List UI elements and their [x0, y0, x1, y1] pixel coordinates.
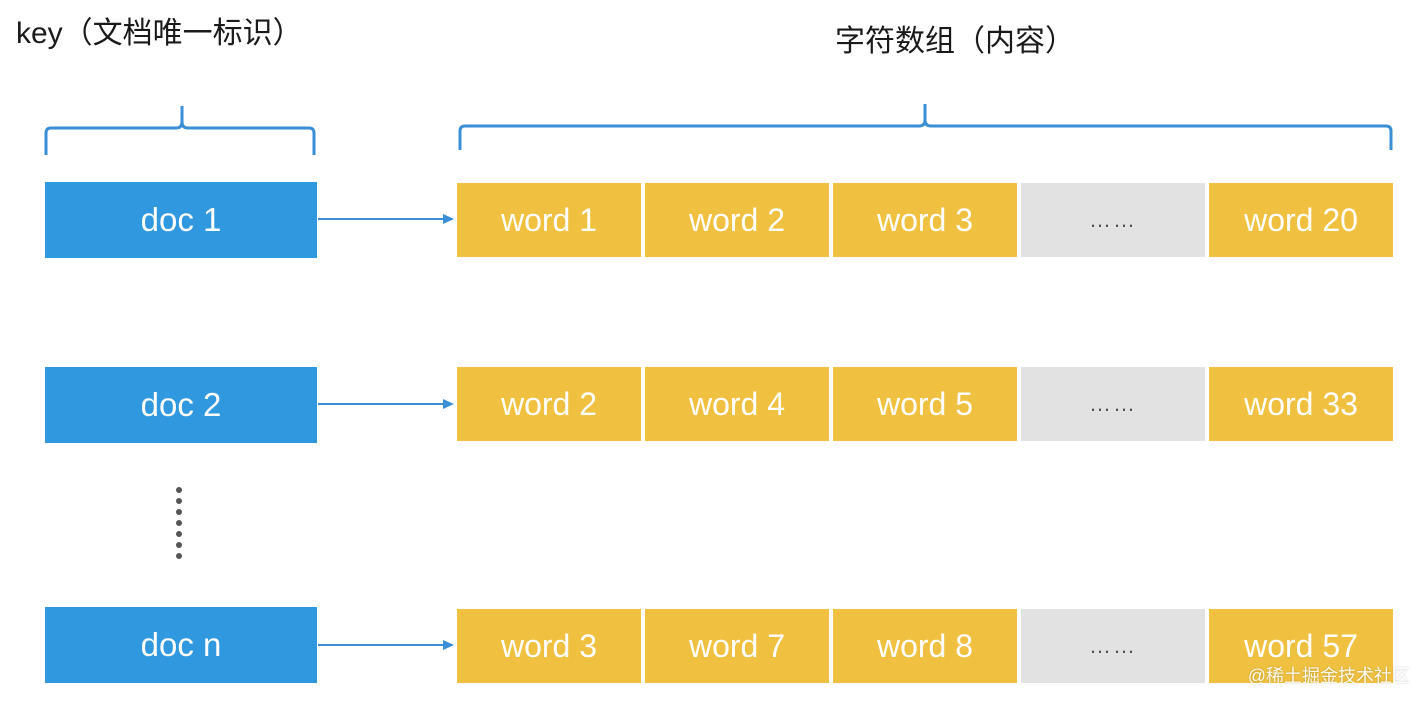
array-bracket: [458, 104, 1393, 150]
array-label: 字符数组（内容）: [835, 25, 1075, 58]
word-cell: word 20: [1209, 183, 1393, 257]
word-cell: word 2: [645, 183, 829, 257]
word-row-2: word 2 word 4 word 5 …… word 33: [457, 367, 1393, 441]
word-row-n: word 3 word 7 word 8 …… word 57: [457, 609, 1393, 683]
word-cell: word 3: [833, 183, 1017, 257]
arrow-row-3: [318, 640, 454, 650]
key-bracket: [44, 106, 316, 155]
doc-box-2: doc 2: [45, 367, 317, 443]
watermark: @稀土掘金技术社区: [1247, 666, 1410, 686]
vertical-ellipsis: [176, 487, 182, 559]
word-cell: word 33: [1209, 367, 1393, 441]
doc-box-n: doc n: [45, 607, 317, 683]
ellipsis-cell: ……: [1021, 183, 1205, 257]
word-cell: word 8: [833, 609, 1017, 683]
word-row-1: word 1 word 2 word 3 …… word 20: [457, 183, 1393, 257]
word-cell: word 57: [1209, 609, 1393, 683]
word-cell: word 3: [457, 609, 641, 683]
word-cell: word 4: [645, 367, 829, 441]
word-cell: word 2: [457, 367, 641, 441]
doc-box-1: doc 1: [45, 182, 317, 258]
word-cell: word 7: [645, 609, 829, 683]
key-label: key（文档唯一标识）: [16, 17, 303, 50]
word-cell: word 1: [457, 183, 641, 257]
ellipsis-cell: ……: [1021, 367, 1205, 441]
arrow-row-1: [318, 214, 454, 224]
ellipsis-cell: ……: [1021, 609, 1205, 683]
word-cell: word 5: [833, 367, 1017, 441]
arrow-row-2: [318, 399, 454, 409]
